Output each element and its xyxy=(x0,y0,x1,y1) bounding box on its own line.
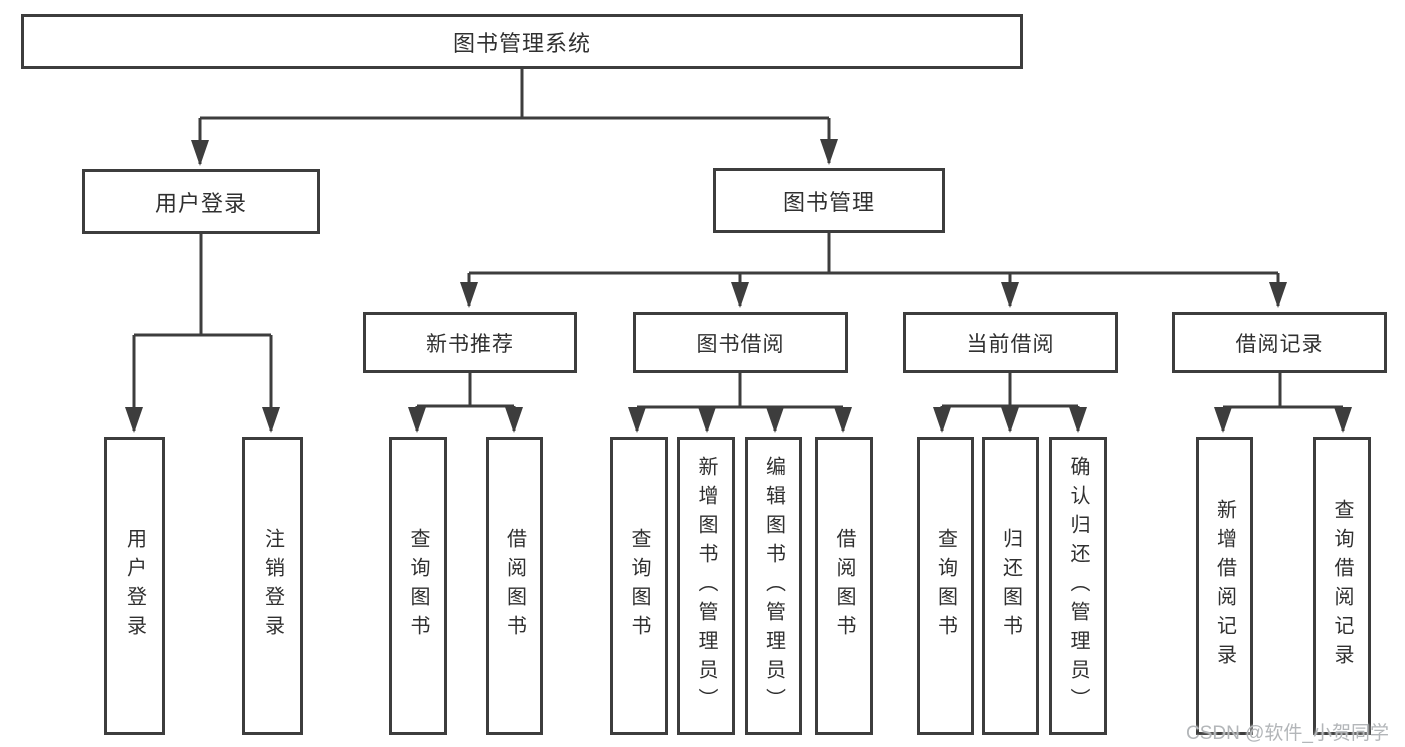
node-label: 借阅记录 xyxy=(1235,332,1324,356)
node-label: 新增图书（管理员） xyxy=(695,455,717,717)
node-user-login: 用户登录 xyxy=(82,169,320,234)
leaf-confirm-return-admin: 确认归还（管理员） xyxy=(1049,437,1107,735)
leaf-query-books-borrow: 查询图书 xyxy=(610,437,668,735)
node-label: 注销登录 xyxy=(261,528,284,644)
node-label: 新书推荐 xyxy=(426,332,514,356)
node-label: 查询图书 xyxy=(628,528,650,644)
leaf-logout: 注销登录 xyxy=(242,437,303,735)
node-borrow-records: 借阅记录 xyxy=(1172,312,1387,373)
node-label: 查询图书 xyxy=(934,528,957,644)
leaf-edit-book-admin: 编辑图书（管理员） xyxy=(745,437,802,735)
node-book-borrow: 图书借阅 xyxy=(633,312,848,373)
node-book-management-system: 图书管理系统 xyxy=(21,14,1023,69)
watermark: CSDN @软件_小贺同学 xyxy=(1186,723,1389,744)
node-label: 用户登录 xyxy=(154,190,247,216)
leaf-query-books-current: 查询图书 xyxy=(917,437,974,735)
leaf-query-books-recommend: 查询图书 xyxy=(389,437,447,735)
leaf-borrow-books-recommend: 借阅图书 xyxy=(486,437,543,735)
node-label: 编辑图书（管理员） xyxy=(762,455,785,717)
leaf-query-borrow-record: 查询借阅记录 xyxy=(1313,437,1371,735)
node-new-book-recommend: 新书推荐 xyxy=(363,312,577,373)
node-book-management: 图书管理 xyxy=(713,168,945,233)
node-label: 查询借阅记录 xyxy=(1331,499,1353,673)
leaf-add-book-admin: 新增图书（管理员） xyxy=(677,437,735,735)
node-label: 图书管理系统 xyxy=(452,30,591,56)
leaf-add-borrow-record: 新增借阅记录 xyxy=(1196,437,1253,735)
node-label: 图书借阅 xyxy=(696,332,785,356)
node-label: 图书管理 xyxy=(782,189,875,215)
node-current-borrow: 当前借阅 xyxy=(903,312,1118,373)
node-label: 用户登录 xyxy=(123,528,146,644)
node-label: 新增借阅记录 xyxy=(1213,499,1236,673)
leaf-return-book: 归还图书 xyxy=(982,437,1039,735)
node-label: 借阅图书 xyxy=(833,528,855,644)
leaf-user-login: 用户登录 xyxy=(104,437,165,735)
node-label: 借阅图书 xyxy=(503,528,526,644)
node-label: 归还图书 xyxy=(999,528,1022,644)
node-label: 确认归还（管理员） xyxy=(1067,455,1089,717)
node-label: 当前借阅 xyxy=(966,332,1055,356)
leaf-borrow-books: 借阅图书 xyxy=(815,437,873,735)
node-label: 查询图书 xyxy=(407,528,429,644)
